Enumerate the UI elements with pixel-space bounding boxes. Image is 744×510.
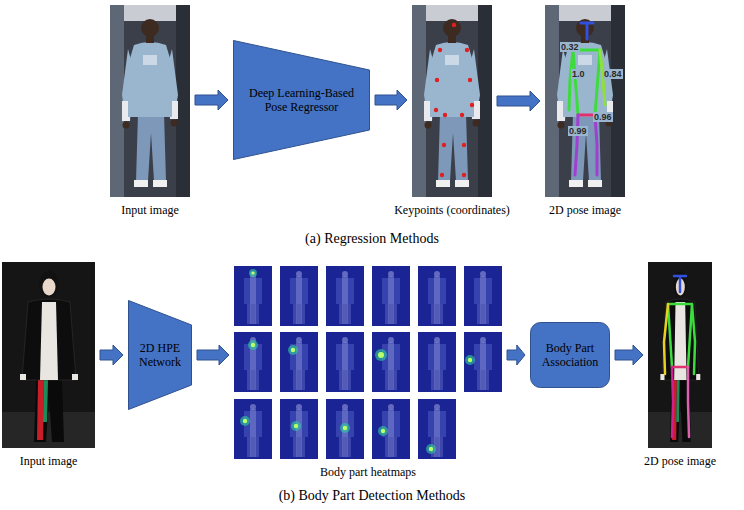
subfigure-caption: (a) Regression Methods	[305, 231, 439, 247]
pose-skeleton	[664, 276, 695, 437]
block-arrow	[615, 345, 643, 365]
keypoint-dots	[434, 23, 474, 177]
process-box: Body Part Association	[530, 322, 610, 388]
input-image: Input image	[110, 5, 190, 197]
text-holder: Deep Learning-Based Pose Regressor	[233, 40, 370, 160]
input-image: Input image	[2, 262, 95, 448]
block-arrow	[507, 345, 525, 365]
block-arrow	[195, 90, 228, 110]
image-caption: Body part heatmaps	[164, 465, 572, 479]
subfigure-caption: (b) Body Part Detection Methods	[279, 488, 466, 504]
heatmap-grid: Body part heatmaps	[234, 266, 502, 459]
block-arrow	[197, 345, 229, 365]
block-label: Deep Learning-Based Pose Regressor	[243, 86, 360, 115]
block-label: Body Part Association	[536, 341, 604, 370]
confidence-score: 0.99	[568, 126, 588, 136]
trapezoid-outline	[129, 301, 192, 410]
image-caption: 2D pose image	[578, 454, 744, 468]
pose-image: 2D pose image	[545, 5, 625, 197]
keypoint-image: Keypoints (coordinates)	[412, 5, 492, 197]
heatmap-blobs	[240, 269, 475, 454]
pose-photo	[545, 5, 625, 197]
confidence-score: 0.84	[603, 69, 623, 79]
block-arrow	[100, 345, 123, 365]
network-block: 2D HPE Network	[128, 300, 192, 410]
input-photo	[110, 5, 190, 197]
confidence-score: 0.32	[560, 42, 580, 52]
image-caption: Keypoints (coordinates)	[342, 203, 562, 217]
block-arrow	[497, 91, 540, 111]
image-caption: 2D pose image	[475, 203, 695, 217]
text-holder: 2D HPE Network	[128, 300, 192, 410]
image-caption: Input image	[0, 454, 165, 468]
pose-image: 2D pose image	[648, 262, 712, 448]
box-outline	[531, 323, 610, 388]
input-photo	[2, 262, 95, 448]
block-label: 2D HPE Network	[134, 341, 186, 370]
block-arrow	[375, 90, 407, 110]
confidence-score: 1.0	[571, 69, 586, 79]
regressor-block: Deep Learning-Based Pose Regressor	[233, 40, 370, 160]
pose-photo	[648, 262, 712, 448]
keypoint-photo	[412, 5, 492, 197]
text-holder: Body Part Association	[530, 322, 610, 388]
image-caption: Input image	[40, 203, 260, 217]
heatmap-tiles	[234, 266, 502, 459]
confidence-score: 0.96	[593, 112, 613, 122]
trapezoid-outline	[234, 41, 370, 160]
